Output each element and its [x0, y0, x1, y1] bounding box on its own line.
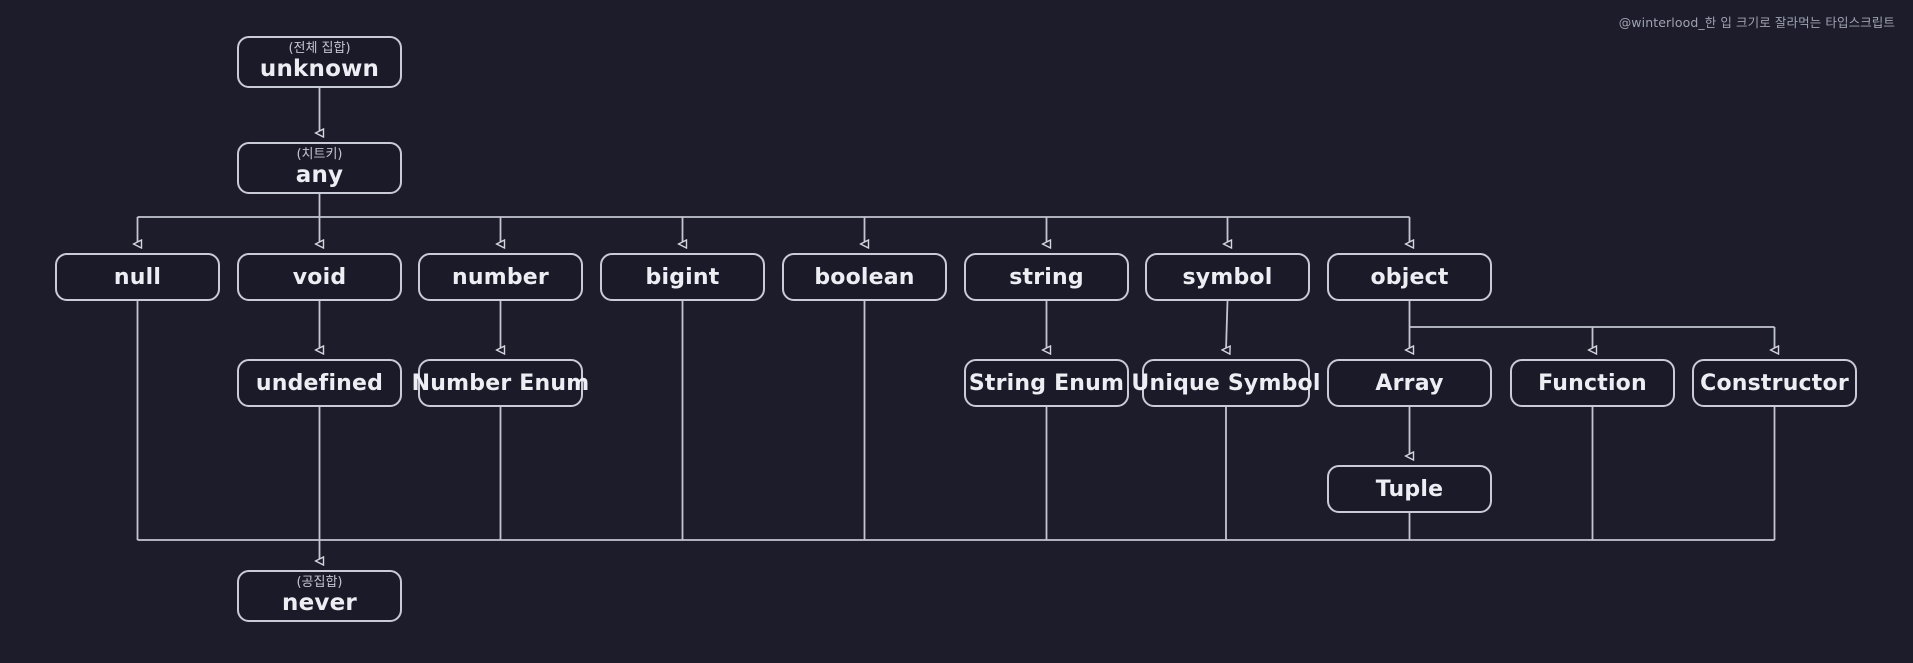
type-node-unique-symbol[interactable]: Unique Symbol [1142, 359, 1310, 407]
type-node-label: Function [1538, 371, 1647, 396]
type-node-subtitle: (전체 집합) [288, 42, 350, 56]
type-node-undefined[interactable]: undefined [237, 359, 402, 407]
type-node-tuple[interactable]: Tuple [1327, 465, 1492, 513]
type-node-boolean[interactable]: boolean [782, 253, 947, 301]
type-node-symbol[interactable]: symbol [1145, 253, 1310, 301]
type-node-label: string [1009, 265, 1084, 290]
type-node-label: String Enum [969, 371, 1124, 396]
type-node-string[interactable]: string [964, 253, 1129, 301]
type-node-function[interactable]: Function [1510, 359, 1675, 407]
type-node-number[interactable]: number [418, 253, 583, 301]
type-node-void[interactable]: void [237, 253, 402, 301]
type-node-label: unknown [260, 57, 379, 82]
type-node-label: undefined [256, 371, 383, 396]
type-node-label: Unique Symbol [1131, 371, 1320, 396]
type-node-label: boolean [814, 265, 914, 290]
type-node-any[interactable]: (치트키)any [237, 142, 402, 194]
type-node-label: object [1370, 265, 1448, 290]
type-node-label: Constructor [1700, 371, 1849, 396]
type-node-label: void [293, 265, 347, 290]
type-node-label: bigint [646, 265, 720, 290]
watermark-credit: @winterlood_한 입 크기로 잘라먹는 타입스크립트 [1619, 12, 1895, 31]
type-node-label: number [452, 265, 549, 290]
type-node-subtitle: (치트키) [296, 148, 342, 162]
type-node-null[interactable]: null [55, 253, 220, 301]
type-node-label: never [282, 591, 357, 616]
type-node-object[interactable]: object [1327, 253, 1492, 301]
type-node-label: null [114, 265, 161, 290]
type-node-unknown[interactable]: (전체 집합)unknown [237, 36, 402, 88]
type-node-number-enum[interactable]: Number Enum [418, 359, 583, 407]
type-node-label: Tuple [1376, 477, 1443, 502]
type-node-bigint[interactable]: bigint [600, 253, 765, 301]
type-node-subtitle: (공집합) [296, 576, 342, 590]
edge-symbol-to-unique-symbol [1226, 301, 1228, 350]
type-node-label: symbol [1183, 265, 1273, 290]
type-node-label: Array [1375, 371, 1443, 396]
type-node-array[interactable]: Array [1327, 359, 1492, 407]
type-node-string-enum[interactable]: String Enum [964, 359, 1129, 407]
type-node-label: any [296, 163, 344, 188]
type-node-label: Number Enum [412, 371, 590, 396]
type-node-never[interactable]: (공집합)never [237, 570, 402, 622]
type-node-constructor[interactable]: Constructor [1692, 359, 1857, 407]
